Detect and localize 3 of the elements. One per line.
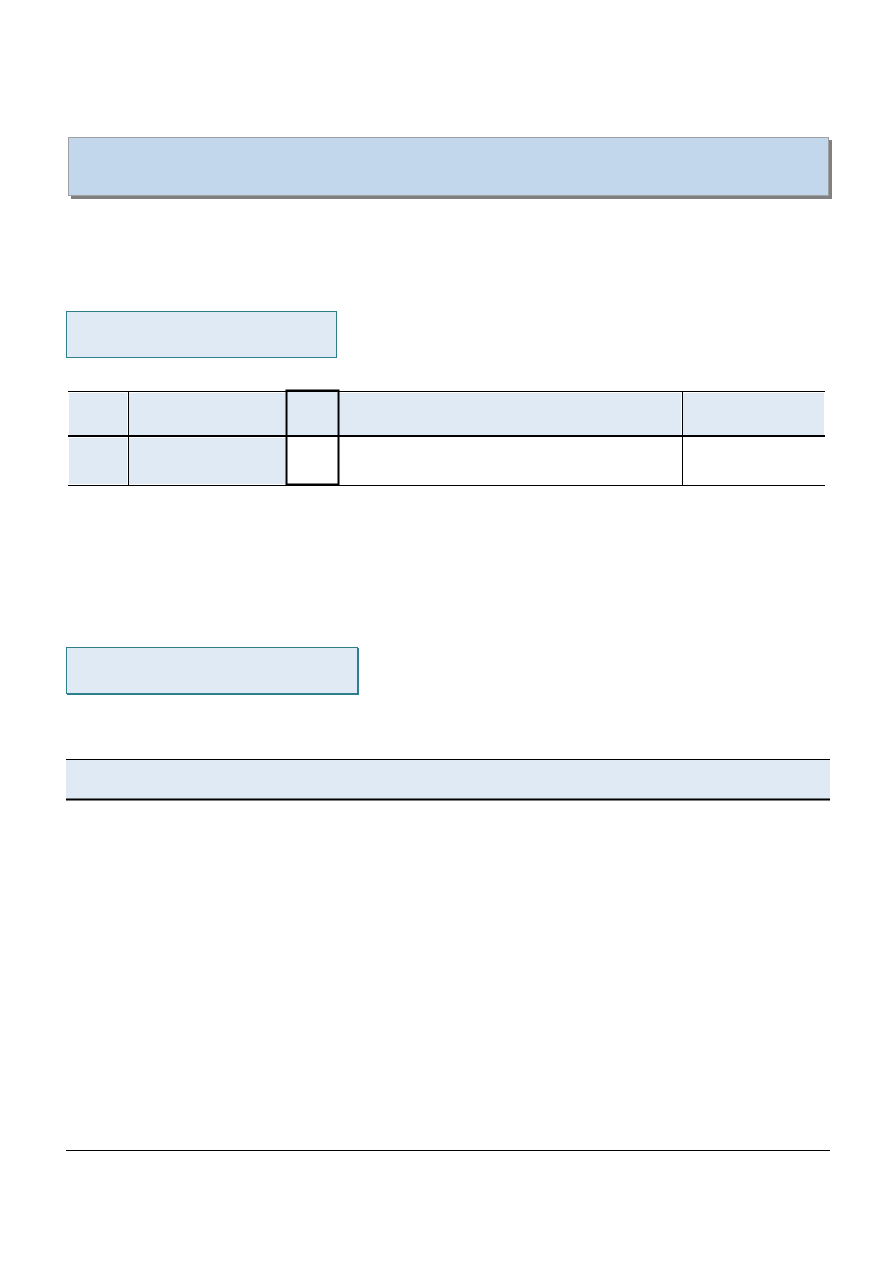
- section-heading-box: [66, 647, 358, 694]
- section-heading-box: [66, 311, 337, 358]
- title-banner: [68, 137, 829, 196]
